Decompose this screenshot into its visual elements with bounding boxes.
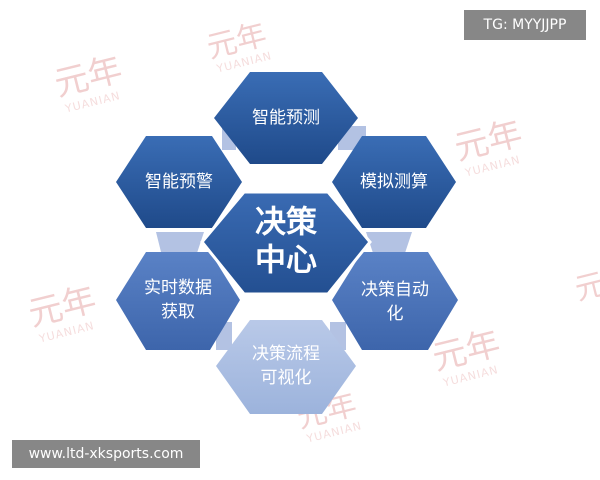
hex-label: 决策自动 xyxy=(361,280,429,300)
hex-bottom: 决策流程 可视化 xyxy=(216,320,356,414)
tag-overlay: TG: MYYJJPP xyxy=(464,10,586,40)
hex-label: 智能预测 xyxy=(252,108,320,128)
watermark-top-center: 元年 YUANIAN xyxy=(203,17,273,75)
hex-upper-right: 模拟测算 xyxy=(332,136,456,228)
center-label-line2: 中心 xyxy=(255,243,317,279)
watermark-logo: 元年 xyxy=(571,259,600,307)
hex-top: 智能预测 xyxy=(214,72,358,164)
hexagon-shape xyxy=(332,252,458,350)
hex-label: 智能预警 xyxy=(145,172,213,192)
hex-label: 实时数据 xyxy=(144,278,212,298)
hexagon-shape xyxy=(216,320,356,414)
watermark-right: 元年 YUANIAN xyxy=(451,113,527,179)
hex-label-line2: 获取 xyxy=(161,302,195,322)
hexagon-shape xyxy=(214,72,358,164)
hex-label: 决策流程 xyxy=(252,344,320,364)
hex-label-line2: 可视化 xyxy=(261,368,312,388)
connector-group xyxy=(156,126,412,350)
hexagon-shape xyxy=(116,252,240,350)
hexagon-shape xyxy=(332,136,456,228)
hex-upper-left: 智能预警 xyxy=(116,136,242,228)
center-hexagon-shape xyxy=(200,190,372,296)
hex-lower-right: 决策自动 化 xyxy=(332,252,458,350)
tag-text: TG: MYYJJPP xyxy=(483,17,567,33)
url-text: www.ltd-xksports.com xyxy=(28,446,184,462)
hex-label: 模拟测算 xyxy=(360,172,428,192)
connector-upperright-lowerright xyxy=(366,232,412,256)
hexagon-shape xyxy=(116,136,242,228)
watermark-top-left: 元年 YUANIAN xyxy=(51,49,127,115)
watermark-bottom-right: 元年 YUANIAN xyxy=(429,323,505,389)
watermark-edge-right: 元年 xyxy=(571,259,600,307)
hex-lower-left: 实时数据 获取 xyxy=(116,252,240,350)
url-overlay: www.ltd-xksports.com xyxy=(12,440,200,468)
center-label-line1: 决策 xyxy=(255,205,317,241)
hex-label-line2: 化 xyxy=(387,304,404,324)
watermark-left: 元年 YUANIAN xyxy=(25,279,101,345)
connector-lowerleft-upperleft xyxy=(156,232,204,256)
hex-center: 决策 中心 xyxy=(200,190,372,296)
